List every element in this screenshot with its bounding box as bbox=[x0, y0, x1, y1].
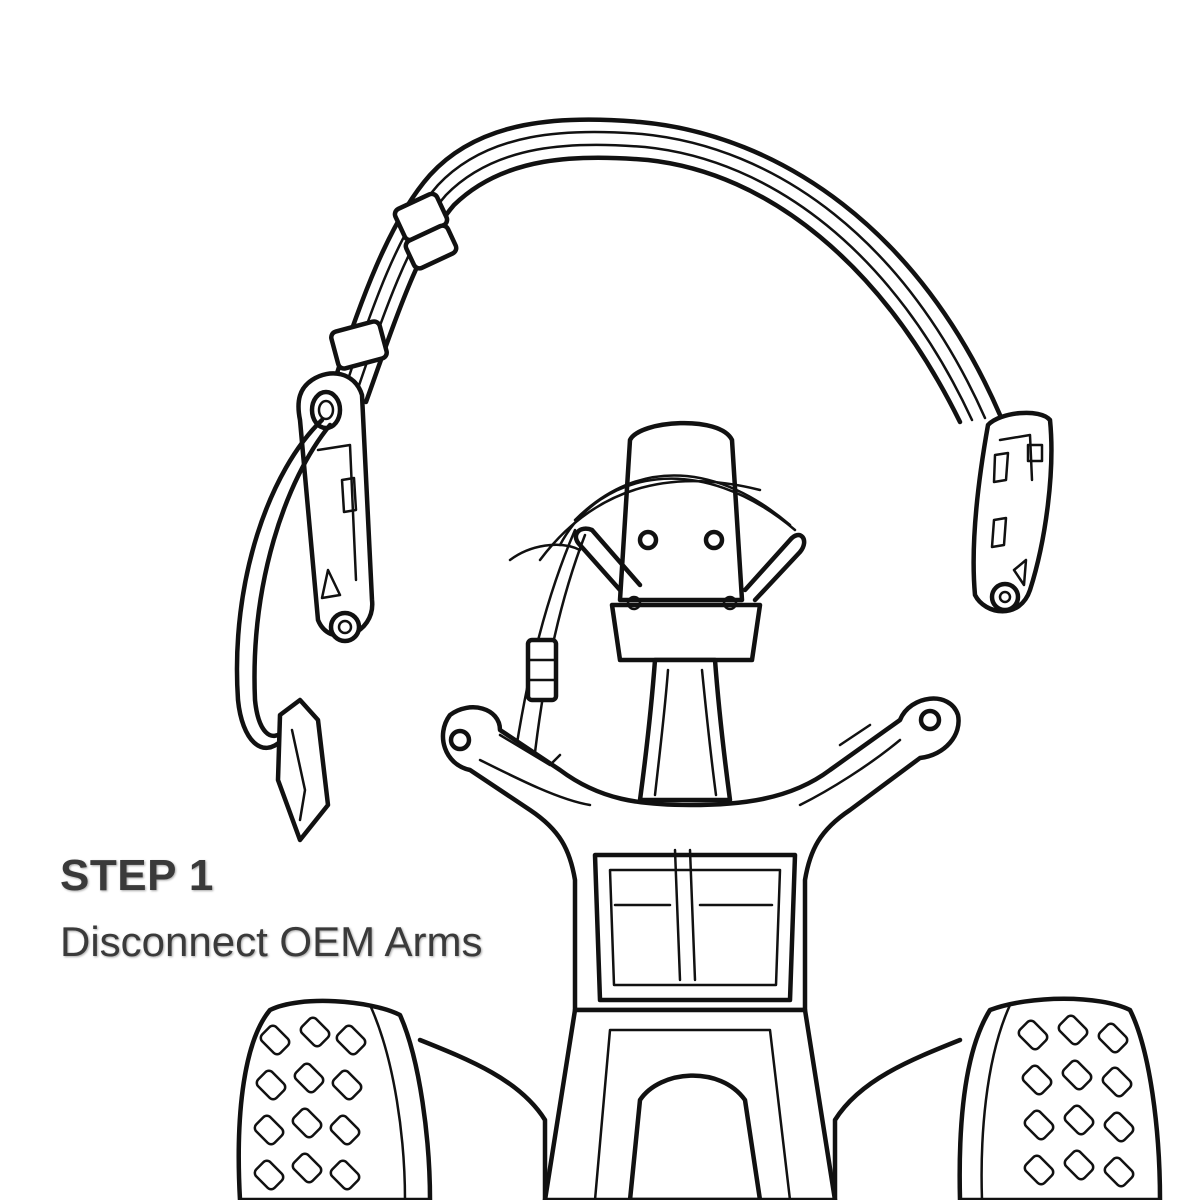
detached-arm-assembly bbox=[234, 117, 1054, 843]
step-subtitle: Disconnect OEM Arms bbox=[60, 918, 483, 965]
step-caption: STEP 1 Disconnect OEM Arms bbox=[60, 848, 482, 972]
trolley-frame bbox=[440, 420, 961, 1200]
step-title: STEP 1 bbox=[60, 851, 214, 900]
right-wheel bbox=[957, 996, 1163, 1200]
left-wheel bbox=[236, 998, 433, 1200]
